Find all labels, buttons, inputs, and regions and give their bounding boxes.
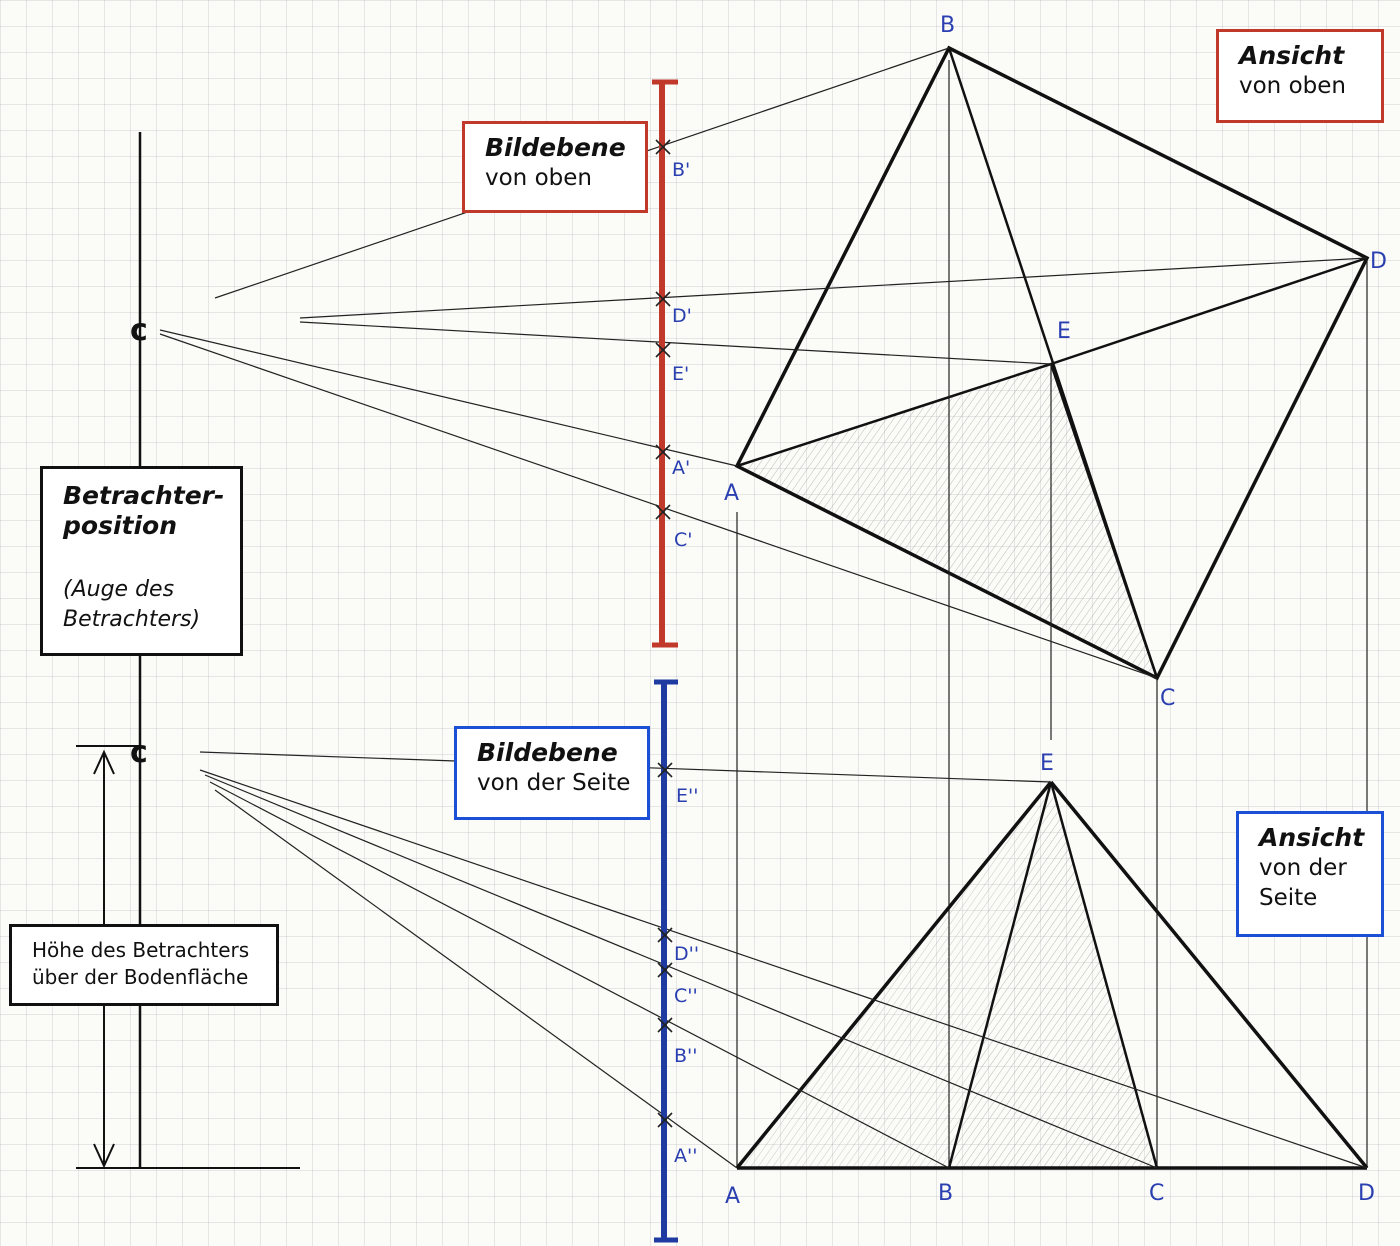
point-label-b-side: B: [938, 1181, 953, 1206]
picture-plane-side-marks: [657, 762, 673, 1128]
point-label-c-top: C: [1160, 686, 1175, 711]
label-line-2: über der Bodenfläche: [32, 965, 249, 989]
point-label-a-side: A: [725, 1184, 740, 1209]
label-line-1: Höhe des Betrachters: [32, 938, 250, 962]
edge-e-d-top: [1050, 256, 1368, 366]
edge-a-e-side: [735, 780, 1053, 1170]
edge-e-c-top: [1049, 363, 1159, 679]
label-sub: von oben: [1239, 73, 1346, 99]
label-title: Bildebene: [477, 738, 618, 767]
eye-symbol-top: c: [130, 313, 148, 348]
proj-label-d-top: D': [672, 305, 692, 327]
point-label-e-side: E: [1040, 751, 1054, 776]
label-sub-2: Seite: [1259, 885, 1318, 911]
label-sub: von der Seite: [477, 770, 631, 796]
height-arrow-bottom: [93, 1143, 115, 1169]
eye-symbol-side: c: [130, 735, 148, 770]
sight-lines-side: [199, 751, 1368, 1169]
point-label-e-top: E: [1057, 319, 1071, 344]
picture-plane-top-marks: [655, 139, 671, 520]
label-sub-1: (Auge des: [63, 577, 175, 602]
label-box-bildebene-seite: Bildebene von der Seite: [454, 726, 650, 820]
label-box-betrachterposition: Betrachter- position (Auge des Betrachte…: [40, 466, 243, 656]
label-sub-2: Betrachters): [63, 607, 201, 632]
sight-lines-top: [159, 47, 1368, 679]
point-label-d-top: D: [1370, 249, 1387, 274]
proj-label-e-side: E'': [676, 785, 698, 807]
edge-e-c-side: [1049, 781, 1159, 1169]
hatched-face-side-right: [949, 782, 1157, 1168]
point-label-c-side: C: [1149, 1181, 1164, 1206]
label-box-hoehe-betrachter: Höhe des Betrachters über der Bodenfläch…: [9, 924, 279, 1006]
label-title: Bildebene: [485, 133, 626, 162]
label-title: Ansicht: [1259, 823, 1365, 852]
proj-label-a-side: A'': [674, 1145, 697, 1167]
label-sub: von oben: [485, 165, 592, 191]
proj-label-d-side: D'': [674, 943, 699, 965]
proj-label-c-top: C': [674, 529, 693, 551]
point-label-b-top: B: [940, 13, 955, 38]
proj-label-b-side: B'': [674, 1045, 697, 1067]
label-sub-1: von der: [1259, 855, 1347, 881]
proj-label-e-top: E': [672, 363, 689, 385]
edge-e-d-side: [1049, 780, 1369, 1170]
label-box-bildebene-oben: Bildebene von oben: [462, 121, 648, 213]
proj-label-c-side: C'': [674, 985, 698, 1007]
point-label-d-side: D: [1358, 1181, 1375, 1206]
edge-a-e-top: [736, 362, 1052, 468]
label-box-ansicht-oben: Ansicht von oben: [1216, 29, 1384, 123]
label-title-2: position: [63, 511, 178, 540]
label-title-1: Betrachter-: [63, 481, 225, 510]
label-title: Ansicht: [1239, 41, 1345, 70]
label-box-ansicht-seite: Ansicht von der Seite: [1236, 811, 1384, 937]
proj-label-b-top: B': [672, 159, 690, 181]
proj-label-a-top: A': [672, 457, 690, 479]
height-arrow-top: [93, 749, 115, 775]
edge-e-b-side: [947, 781, 1053, 1169]
hatched-face-top: [737, 364, 1157, 678]
point-label-a-top: A: [724, 481, 739, 506]
